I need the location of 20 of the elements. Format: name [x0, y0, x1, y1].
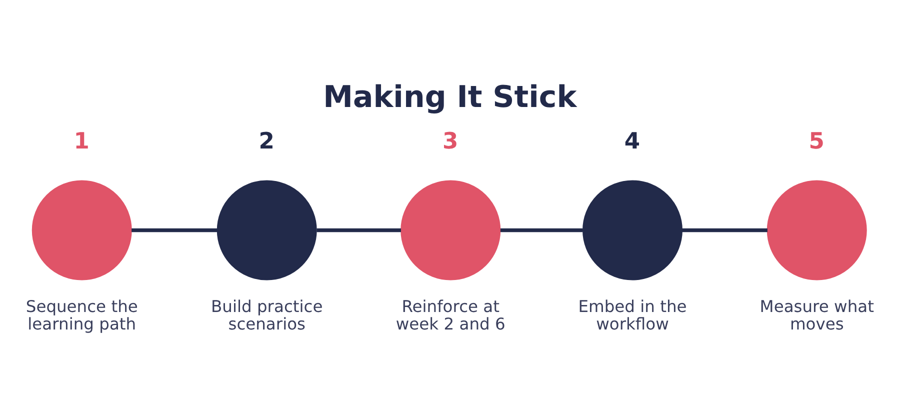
node-circle: [400, 180, 501, 280]
node-circle: [766, 180, 867, 280]
node-label: 2: [258, 128, 274, 154]
node-label: 1: [74, 128, 90, 154]
node-label: Embed in the workflow: [578, 296, 687, 333]
node-label: 4: [624, 128, 640, 154]
node-label: Build practice scenarios: [211, 296, 323, 333]
node-label: 5: [808, 128, 824, 154]
node-label: 3: [442, 128, 458, 154]
node-label: Measure what moves: [760, 296, 874, 333]
node-circle: [32, 180, 132, 280]
node-circle: [582, 180, 682, 280]
connector: [500, 228, 583, 232]
connector: [132, 228, 218, 232]
node-circle: [216, 180, 317, 280]
node-label: Reinforce at week 2 and 6: [396, 296, 506, 333]
connector: [316, 228, 401, 232]
node-label: Sequence the learning path: [26, 296, 138, 333]
diagram-title: Making It Stick: [323, 79, 577, 114]
connector: [682, 228, 768, 232]
